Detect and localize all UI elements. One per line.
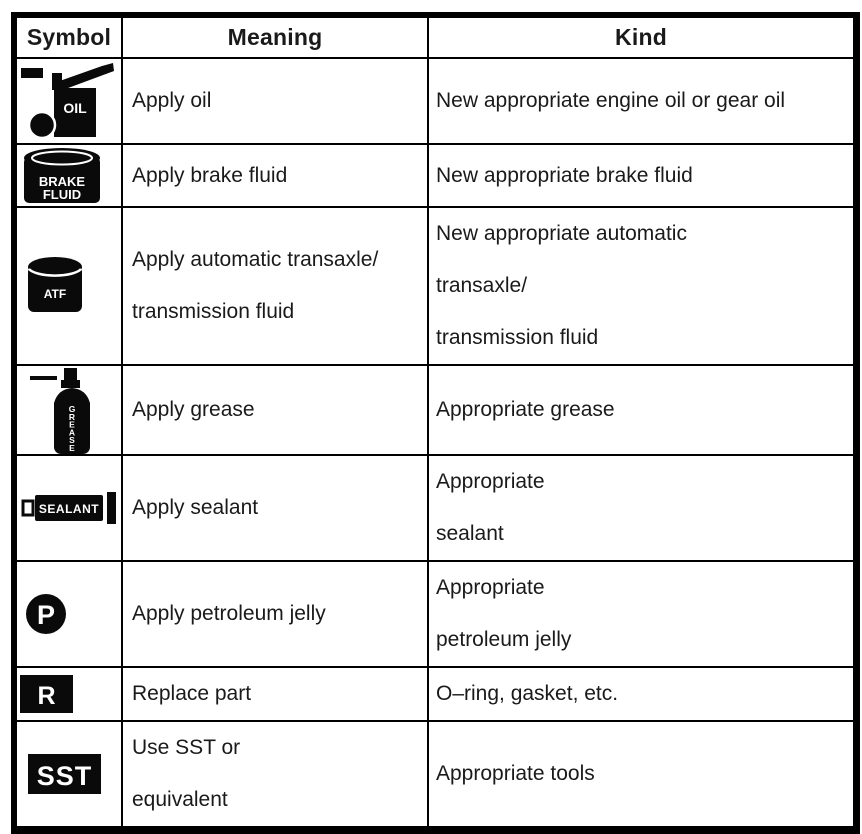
replace-part-icon: R [20, 675, 73, 713]
symbol-legend-table-wrap: Symbol Meaning Kind OIL [11, 12, 860, 834]
meaning-text: Apply sealant [132, 496, 259, 519]
kind-text: O–ring, gasket, etc. [436, 682, 619, 705]
table-row: R Replace part O–ring, gasket, etc. [15, 666, 855, 722]
kind-text: Appropriate [436, 576, 545, 599]
petroleum-jelly-icon: P [26, 594, 66, 634]
atf-icon-label: ATF [44, 287, 66, 301]
symbol-cell: OIL [15, 57, 123, 145]
column-header-meaning: Meaning [121, 16, 429, 59]
replace-icon-label: R [37, 682, 55, 710]
petroleum-icon-label: P [37, 600, 55, 630]
column-header-kind: Kind [427, 16, 855, 59]
table-row: SST Use SST or equivalent Appropriate to… [15, 720, 855, 828]
table-row: P Apply petroleum jelly Appropriate petr… [15, 560, 855, 668]
meaning-text: Apply brake fluid [132, 163, 288, 187]
sst-icon: SST [28, 754, 101, 794]
meaning-cell: Replace part [121, 666, 429, 722]
meaning-cell: Apply sealant [121, 454, 429, 562]
meaning-cell: Apply brake fluid [121, 143, 429, 208]
kind-cell: New appropriate engine oil or gear oil [427, 57, 855, 145]
atf-can-icon: ATF [28, 257, 82, 312]
sealant-tube-icon: SEALANT [21, 492, 116, 524]
kind-text: petroleum jelly [436, 628, 572, 651]
meaning-text: Apply automatic transaxle/ [132, 248, 379, 271]
kind-cell: Appropriate grease [427, 364, 855, 456]
symbol-cell: R [15, 666, 123, 722]
table-row: OIL Apply oil New appropriate engine oil… [15, 57, 855, 145]
table-row: BRAKE FLUID Apply brake fluid New approp… [15, 143, 855, 208]
meaning-cell: Apply automatic transaxle/ transmission … [121, 206, 429, 366]
kind-text: Appropriate [436, 470, 545, 493]
brake-icon-label-line1: BRAKE [39, 174, 86, 189]
kind-text: New appropriate automatic [436, 222, 687, 245]
kind-text: transmission fluid [436, 326, 599, 349]
table-row: SEALANT Apply sealant Appropriate sealan… [15, 454, 855, 562]
meaning-text: Apply grease [132, 398, 255, 421]
meaning-text: Apply oil [132, 89, 212, 112]
sst-icon-label: SST [37, 761, 93, 791]
kind-cell: O–ring, gasket, etc. [427, 666, 855, 722]
symbol-cell: BRAKE FLUID [15, 143, 123, 208]
kind-text: New appropriate brake fluid [436, 163, 693, 187]
meaning-text: Apply petroleum jelly [132, 602, 326, 625]
kind-cell: New appropriate brake fluid [427, 143, 855, 208]
oil-can-icon: OIL [21, 63, 114, 140]
meaning-text: Replace part [132, 682, 252, 705]
column-header-symbol: Symbol [15, 16, 123, 59]
meaning-cell: Apply petroleum jelly [121, 560, 429, 668]
meaning-text: Use SST or [132, 736, 241, 759]
symbol-legend-table: Symbol Meaning Kind OIL [15, 16, 855, 828]
symbol-cell: SST [15, 720, 123, 828]
symbol-cell: P [15, 560, 123, 668]
kind-text: Appropriate grease [436, 398, 615, 421]
meaning-cell: Use SST or equivalent [121, 720, 429, 828]
kind-text: Appropriate tools [436, 762, 595, 785]
table-row: ATF Apply automatic transaxle/ transmiss… [15, 206, 855, 366]
brake-fluid-can-icon: BRAKE FLUID [24, 147, 100, 203]
oil-icon-label: OIL [63, 100, 87, 116]
kind-cell: New appropriate automatic transaxle/ tra… [427, 206, 855, 366]
symbol-cell: ATF [15, 206, 123, 366]
meaning-cell: Apply oil [121, 57, 429, 145]
kind-text: New appropriate engine oil or gear oil [436, 89, 786, 112]
meaning-text: transmission fluid [132, 300, 295, 323]
header-row: Symbol Meaning Kind [15, 16, 855, 59]
kind-text: sealant [436, 522, 504, 545]
sealant-icon-label: SEALANT [39, 502, 99, 516]
kind-cell: Appropriate tools [427, 720, 855, 828]
kind-cell: Appropriate sealant [427, 454, 855, 562]
symbol-cell: SEALANT [15, 454, 123, 562]
brake-icon-label-line2: FLUID [43, 187, 81, 202]
meaning-text: equivalent [132, 788, 228, 811]
kind-text: transaxle/ [436, 274, 528, 297]
kind-cell: Appropriate petroleum jelly [427, 560, 855, 668]
meaning-cell: Apply grease [121, 364, 429, 456]
